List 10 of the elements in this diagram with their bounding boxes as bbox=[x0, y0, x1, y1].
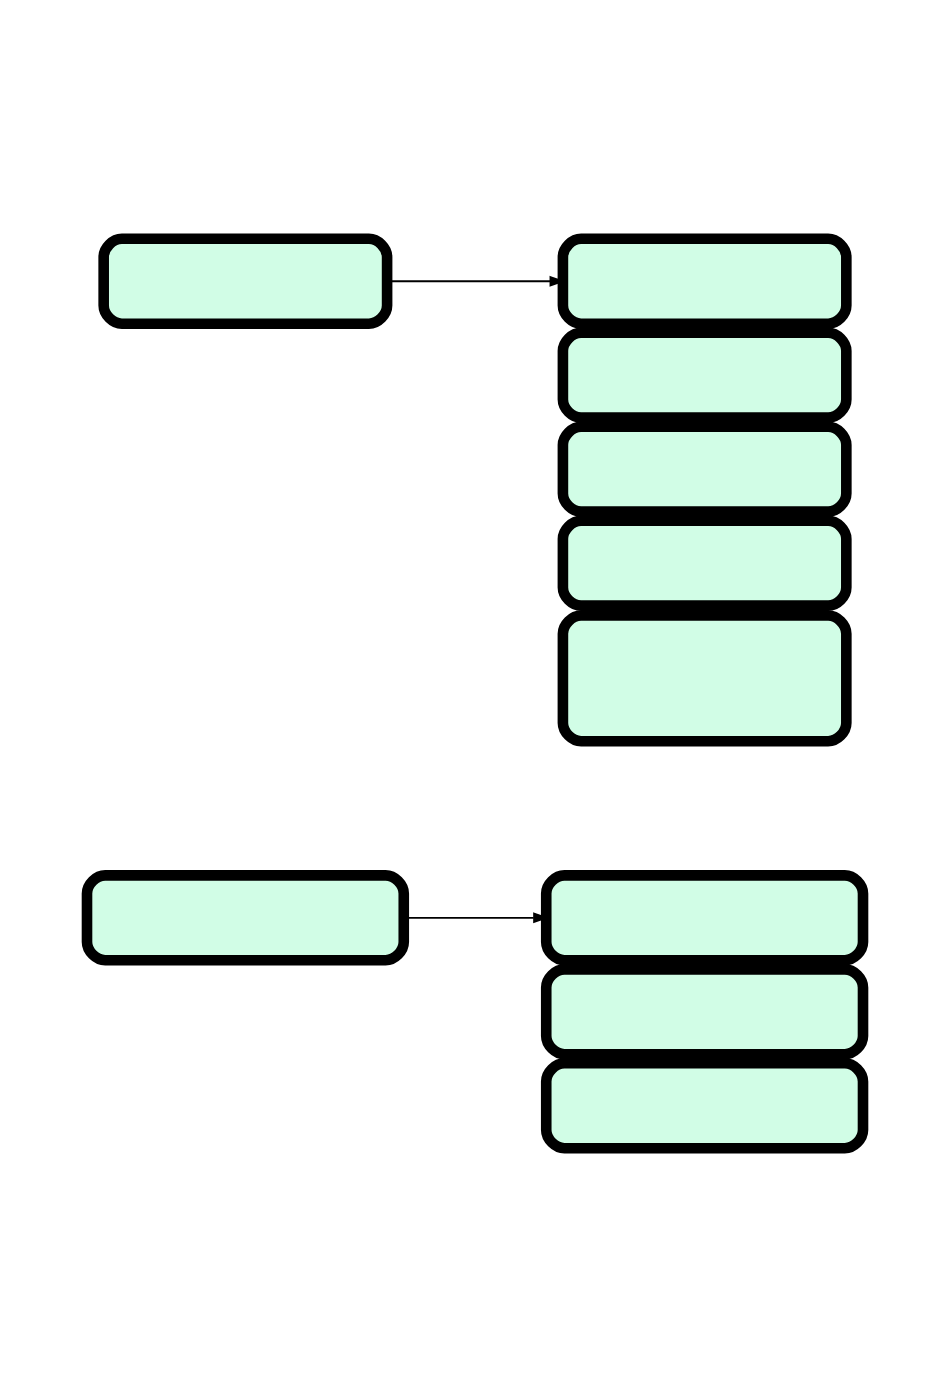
node-box bbox=[557, 327, 852, 423]
node-box bbox=[557, 421, 852, 517]
node-box bbox=[540, 964, 869, 1060]
node-box bbox=[557, 233, 852, 329]
node-box bbox=[540, 870, 869, 966]
node-box bbox=[557, 610, 852, 747]
node-box bbox=[540, 1058, 869, 1154]
node-box bbox=[557, 515, 852, 611]
node-box bbox=[81, 870, 410, 966]
node-box bbox=[98, 233, 393, 329]
